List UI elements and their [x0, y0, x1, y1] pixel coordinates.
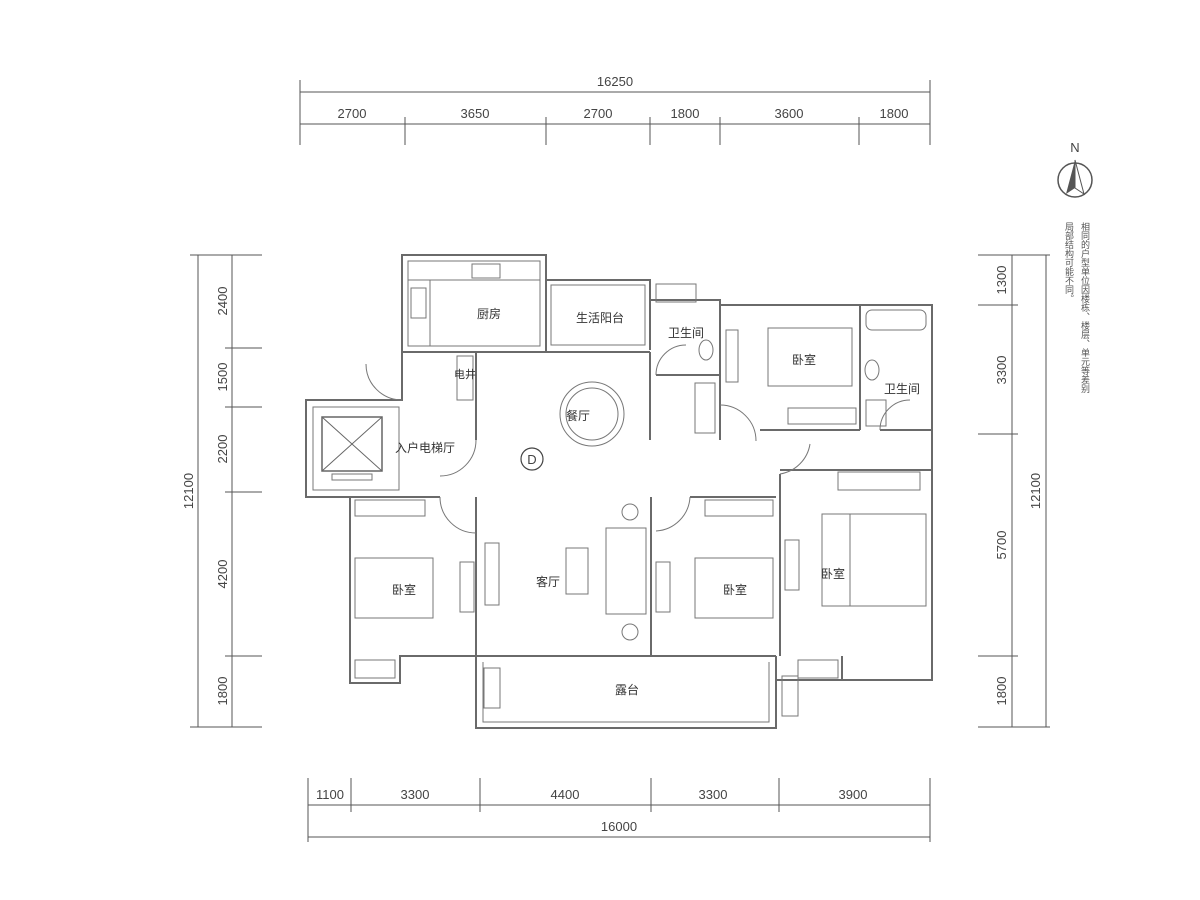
bed-middle: [694, 557, 774, 619]
right-segment-1: 1300: [994, 266, 1009, 295]
room-label-bedroom-master: 卧室: [821, 566, 845, 581]
room-label-living: 客厅: [536, 574, 560, 589]
kitchen-counter: [408, 263, 540, 346]
master-rug: [821, 513, 851, 607]
top-segment-4: 1800: [671, 106, 700, 121]
cabinet-ne: [725, 329, 739, 383]
toilet-1: [698, 339, 714, 361]
electrical-shaft: [456, 355, 474, 401]
wardrobe-master: [837, 471, 921, 491]
left-segment-2: 1500: [215, 363, 230, 392]
right-segment-2: 3300: [994, 356, 1009, 385]
plan-note-1: 相同的户型单位因楼栋、楼层、单元等差别: [1079, 221, 1090, 394]
ac-unit-terrace-right: [781, 675, 799, 717]
left-total-dimension: 12100: [181, 473, 196, 509]
bottom-segment-1: 1100: [316, 787, 344, 802]
wardrobe-middle: [704, 499, 774, 517]
room-label-bath-2: 卫生间: [884, 382, 920, 396]
sofa: [565, 503, 647, 641]
ac-unit-terrace-left: [483, 667, 501, 709]
right-dimension-chain: 1300 3300 5700 1800 12100: [978, 254, 1050, 728]
bed-master: [849, 513, 927, 607]
elevator-icon: [321, 416, 383, 481]
top-segment-1: 2700: [338, 106, 367, 121]
ac-unit-southeast: [797, 659, 839, 679]
top-segment-2: 3650: [461, 106, 490, 121]
room-label-bedroom-w: 卧室: [392, 582, 416, 597]
bed-west: [354, 557, 434, 619]
bottom-total-dimension: 16000: [601, 819, 637, 834]
right-segment-4: 1800: [994, 677, 1009, 706]
ac-unit-north: [655, 283, 697, 303]
bottom-segment-3: 4400: [551, 787, 580, 802]
bottom-dimension-chain: 1100 3300 4400 3300 3900 16000: [307, 778, 931, 842]
north-arrow-icon: N: [1057, 140, 1093, 198]
left-segment-3: 2200: [215, 435, 230, 464]
wardrobe-west: [354, 499, 426, 517]
top-segment-6: 1800: [880, 106, 909, 121]
dining-table: [559, 381, 625, 447]
top-dimension-chain: 16250 2700 3650 2700 1800 3600 1800: [299, 74, 931, 145]
desk-middle: [655, 561, 671, 613]
sink-2: [865, 399, 887, 427]
room-label-bedroom-ne: 卧室: [792, 352, 816, 367]
plan-note-2: 局部结构可能不同。: [1063, 222, 1074, 303]
bottom-segment-5: 3900: [839, 787, 868, 802]
room-label-bath-1: 卫生间: [668, 326, 704, 340]
interior-walls: [350, 305, 932, 657]
vanity-1: [694, 382, 716, 434]
room-label-kitchen: 厨房: [477, 306, 501, 321]
left-segment-1: 2400: [215, 287, 230, 316]
room-label-elevator-lobby: 入户电梯厅: [395, 440, 455, 455]
desk-west: [459, 561, 475, 613]
right-total-dimension: 12100: [1028, 473, 1043, 509]
door-swings: [365, 344, 911, 534]
unit-tag: D: [520, 447, 544, 471]
bed-northeast: [767, 327, 853, 387]
left-segment-5: 1800: [215, 677, 230, 706]
room-label-shaft: 电井: [454, 367, 476, 381]
ac-unit-southwest: [354, 659, 396, 679]
left-segment-4: 4200: [215, 560, 230, 589]
toilet-2: [864, 359, 880, 381]
wardrobe-northeast: [787, 407, 857, 425]
tv-cabinet: [484, 542, 500, 606]
right-segment-3: 5700: [994, 531, 1009, 560]
bathtub: [865, 309, 927, 331]
room-label-terrace: 露台: [615, 682, 639, 697]
bottom-segment-4: 3300: [699, 787, 728, 802]
top-segment-5: 3600: [775, 106, 804, 121]
unit-tag-label: D: [527, 452, 536, 467]
exterior-walls: [305, 254, 933, 729]
top-total-dimension: 16250: [597, 74, 633, 89]
compass-label: N: [1070, 140, 1079, 155]
room-label-bedroom-mid: 卧室: [723, 582, 747, 597]
bottom-segment-2: 3300: [401, 787, 430, 802]
left-dimension-chain: 12100 2400 1500 2200 4200 1800: [181, 254, 262, 728]
room-label-dining: 餐厅: [566, 408, 590, 423]
room-label-service-balcony: 生活阳台: [576, 310, 624, 325]
top-segment-3: 2700: [584, 106, 613, 121]
desk-master: [784, 539, 800, 591]
